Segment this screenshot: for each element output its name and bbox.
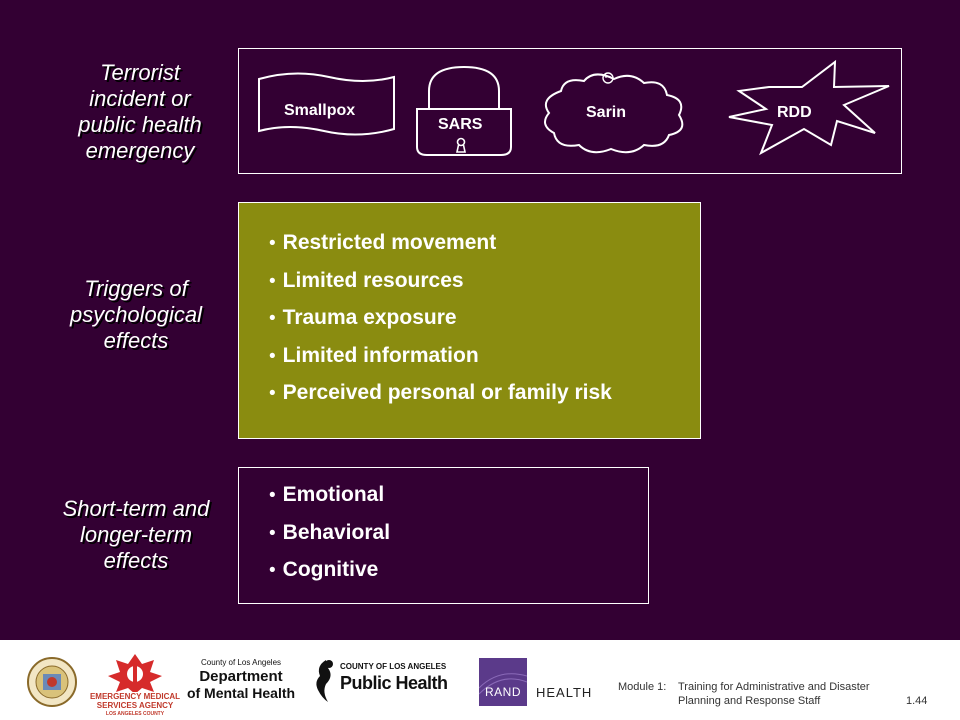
incident-label-smallpox: Smallpox	[284, 102, 356, 119]
list-item: Emotional	[269, 476, 390, 514]
county-seal-logo	[27, 657, 77, 707]
label-line: Short-term and	[62, 496, 210, 521]
ph-line: Public Health	[340, 673, 448, 693]
module-title: Training for Administrative and Disaster…	[678, 680, 870, 708]
triggers-list: Restricted movement Limited resources Tr…	[269, 224, 612, 412]
module-title-line: Training for Administrative and Disaster	[678, 681, 870, 693]
public-health-figure-logo	[316, 660, 333, 702]
incident-label-rdd: RDD	[777, 104, 812, 121]
label-line: public health	[78, 112, 202, 137]
smallpox-flag-icon	[258, 72, 395, 136]
incident-label-sars: SARS	[438, 116, 483, 133]
label-line: psychological	[69, 302, 203, 327]
triggers-box: Restricted movement Limited resources Tr…	[238, 202, 701, 439]
explosion-burst-icon	[728, 59, 890, 156]
incident-label-sarin: Sarin	[586, 104, 627, 121]
ems-line: LOS ANGELES COUNTY	[105, 711, 165, 717]
ems-logo-text: EMERGENCY MEDICAL SERVICES AGENCY LOS AN…	[88, 692, 182, 719]
label-line: longer-term	[79, 522, 193, 547]
list-item: Behavioral	[269, 514, 390, 552]
incident-box: Smallpox SARS Sarin RDD	[238, 48, 902, 174]
rand-text: RAND	[484, 685, 521, 699]
padlock-icon	[416, 65, 512, 156]
smiley-face-icon	[602, 72, 614, 84]
ems-line: SERVICES AGENCY	[96, 701, 174, 710]
label-line: Terrorist	[100, 60, 180, 85]
dmh-line: County of Los Angeles	[200, 658, 282, 667]
list-item: Perceived personal or family risk	[269, 374, 612, 412]
list-item: Trauma exposure	[269, 299, 612, 337]
public-health-logo: COUNTY OF LOS ANGELES Public Health	[340, 662, 468, 694]
list-item: Cognitive	[269, 551, 390, 589]
rand-logo: RAND	[479, 658, 527, 706]
label-line: incident or	[89, 86, 191, 111]
label-line: effects	[103, 328, 169, 353]
module-title-line: Planning and Response Staff	[678, 695, 821, 707]
cloud-icon	[544, 73, 684, 154]
incident-shapes	[258, 59, 890, 156]
list-item: Restricted movement	[269, 224, 612, 262]
label-line: Triggers of	[84, 276, 188, 301]
row-label-triggers: Triggers of psychological effects	[36, 276, 236, 354]
list-item: Limited resources	[269, 262, 612, 300]
label-line: emergency	[85, 138, 195, 163]
footer: EMERGENCY MEDICAL SERVICES AGENCY LOS AN…	[0, 640, 960, 720]
row-label-incident: Terrorist incident or public health emer…	[40, 60, 240, 164]
dmh-line: Department	[199, 668, 283, 685]
effects-list: Emotional Behavioral Cognitive	[269, 476, 390, 589]
label-line: effects	[103, 548, 169, 573]
slide: Terrorist incident or public health emer…	[0, 0, 960, 640]
ph-line: COUNTY OF LOS ANGELES	[340, 662, 447, 671]
slide-number: 1.44	[906, 695, 928, 707]
health-text: HEALTH	[536, 685, 593, 700]
dmh-line: of Mental Health	[186, 685, 296, 701]
effects-box: Emotional Behavioral Cognitive	[238, 467, 649, 604]
dmh-logo: County of Los Angeles Department of Ment…	[186, 658, 296, 701]
module-label: Module 1:	[618, 681, 667, 693]
list-item: Limited information	[269, 337, 612, 375]
rand-wave-graphic	[479, 673, 527, 695]
row-label-effects: Short-term and longer-term effects	[36, 496, 236, 574]
ems-line: EMERGENCY MEDICAL	[89, 692, 181, 701]
ems-star-logo	[108, 654, 162, 692]
